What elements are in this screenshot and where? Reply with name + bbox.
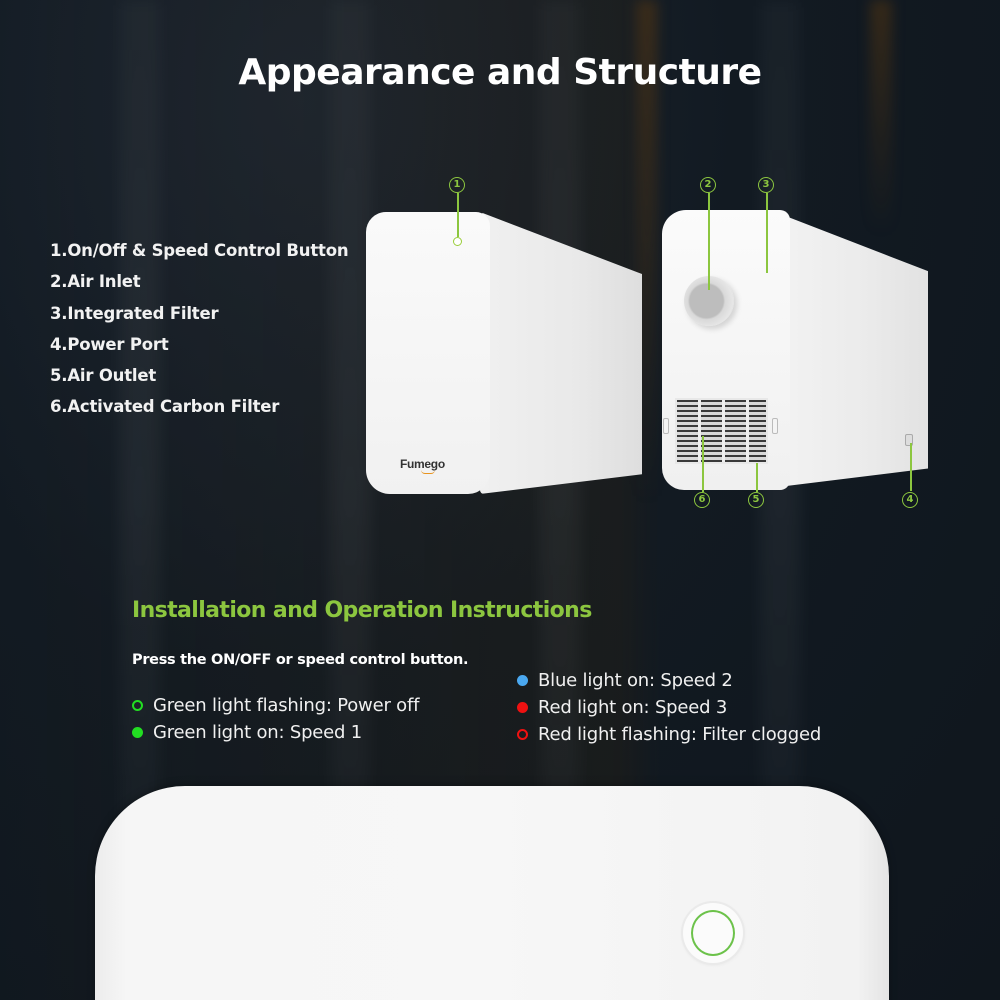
device-front-face <box>366 212 490 494</box>
parts-list: 1.On/Off & Speed Control Button 2.Air In… <box>50 238 349 426</box>
device-back-side-panel <box>770 210 928 488</box>
callout-line <box>756 463 758 492</box>
red-dot-icon <box>517 702 528 713</box>
page-title: Appearance and Structure <box>238 52 762 93</box>
red-ring-icon <box>517 729 528 740</box>
green-dot-icon <box>132 727 143 738</box>
indicator-red-on: Red light on: Speed 3 <box>517 697 727 718</box>
callout-marker-1: 1 <box>449 177 465 193</box>
green-ring-icon <box>132 700 143 711</box>
instructions-subtitle: Press the ON/OFF or speed control button… <box>132 652 469 668</box>
power-speed-button <box>683 903 743 963</box>
indicator-label: Red light on: Speed 3 <box>538 697 728 718</box>
device-front-side-panel <box>480 212 642 494</box>
part-item-5: 5.Air Outlet <box>50 366 157 386</box>
indicator-label: Blue light on: Speed 2 <box>538 670 733 691</box>
callout-line <box>766 193 768 273</box>
part-item-2: 2.Air Inlet <box>50 272 141 292</box>
callout-line <box>910 443 912 491</box>
indicator-green-flashing: Green light flashing: Power off <box>132 695 419 716</box>
callout-marker-4: 4 <box>902 492 918 508</box>
air-outlet-grille <box>675 398 768 464</box>
indicator-label: Green light flashing: Power off <box>153 695 420 716</box>
callout-marker-3: 3 <box>758 177 774 193</box>
callout-line <box>702 436 704 492</box>
filter-latch <box>663 418 669 434</box>
indicator-label: Green light on: Speed 1 <box>153 722 363 743</box>
part-item-3: 3.Integrated Filter <box>50 303 219 323</box>
part-item-6: 6.Activated Carbon Filter <box>50 397 280 417</box>
callout-marker-6: 6 <box>694 492 710 508</box>
indicator-blue-on: Blue light on: Speed 2 <box>517 670 733 691</box>
power-button-indicator <box>453 237 462 246</box>
device-closeup <box>95 786 889 1000</box>
indicator-red-flashing: Red light flashing: Filter clogged <box>517 724 821 745</box>
indicator-green-on: Green light on: Speed 1 <box>132 722 362 743</box>
background-orange-streak <box>870 0 892 260</box>
blue-dot-icon <box>517 675 528 686</box>
part-item-1: 1.On/Off & Speed Control Button <box>50 241 349 260</box>
brand-logo: Fumego <box>400 457 445 471</box>
part-item-4: 4.Power Port <box>50 334 169 354</box>
callout-marker-5: 5 <box>748 492 764 508</box>
callout-line <box>457 193 459 237</box>
instructions-title: Installation and Operation Instructions <box>132 598 592 623</box>
filter-latch <box>772 418 778 434</box>
callout-line <box>708 193 710 290</box>
brand-smile-icon <box>421 470 435 474</box>
power-port <box>905 434 913 446</box>
callout-marker-2: 2 <box>700 177 716 193</box>
indicator-label: Red light flashing: Filter clogged <box>538 724 822 745</box>
